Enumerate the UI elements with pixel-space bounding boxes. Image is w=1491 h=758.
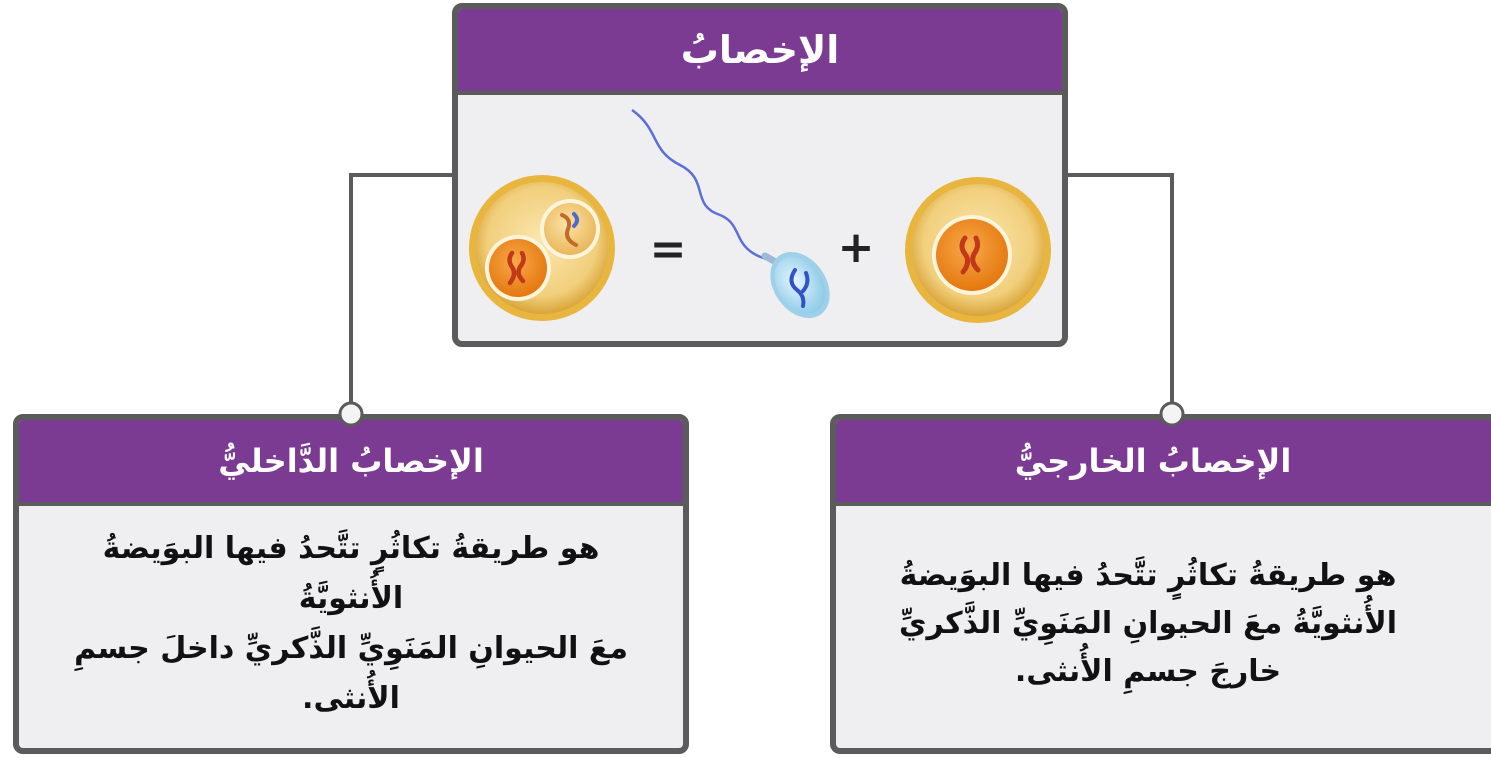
egg-cell-icon	[905, 177, 1051, 323]
external-line-3: خارجَ جسمِ الأُنثى.	[1014, 654, 1282, 689]
external-fertilization-title: الإخصابُ الخارجيُّ	[836, 420, 1491, 506]
internal-fertilization-description: هو طريقةُ تكاثُرٍ تتَّحدُ فيها البوَيضةُ…	[19, 506, 683, 742]
internal-line-2: معَ الحيوانِ المَنَوِيِّ الذَّكريِّ داخل…	[74, 631, 628, 716]
equals-sign: =	[650, 224, 687, 275]
right-connector	[1065, 173, 1174, 414]
left-connector	[349, 173, 455, 414]
fertilization-card: الإخصابُ	[452, 3, 1068, 347]
fertilization-title: الإخصابُ	[458, 9, 1062, 95]
internal-fertilization-card: الإخصابُ الدَّاخليُّ هو طريقةُ تكاثُرٍ ت…	[13, 414, 689, 754]
sperm-cell-icon	[631, 108, 830, 319]
internal-fertilization-title: الإخصابُ الدَّاخليُّ	[19, 420, 683, 506]
left-connector-dot	[338, 401, 364, 427]
plus-sign: +	[838, 222, 875, 273]
external-line-2: الأُنثويَّةُ معَ الحيوانِ المَنَوِيِّ ال…	[898, 606, 1398, 641]
internal-line-1: هو طريقةُ تكاثُرٍ تتَّحدُ فيها البوَيضةُ…	[102, 531, 600, 616]
external-fertilization-description: هو طريقةُ تكاثُرٍ تتَّحدُ فيها البوَيضةُ…	[836, 506, 1491, 742]
external-line-1: هو طريقةُ تكاثُرٍ تتَّحدُ فيها البوَيضةُ	[899, 558, 1397, 593]
right-connector-dot	[1159, 401, 1185, 427]
fertilized-egg-icon	[469, 175, 615, 321]
